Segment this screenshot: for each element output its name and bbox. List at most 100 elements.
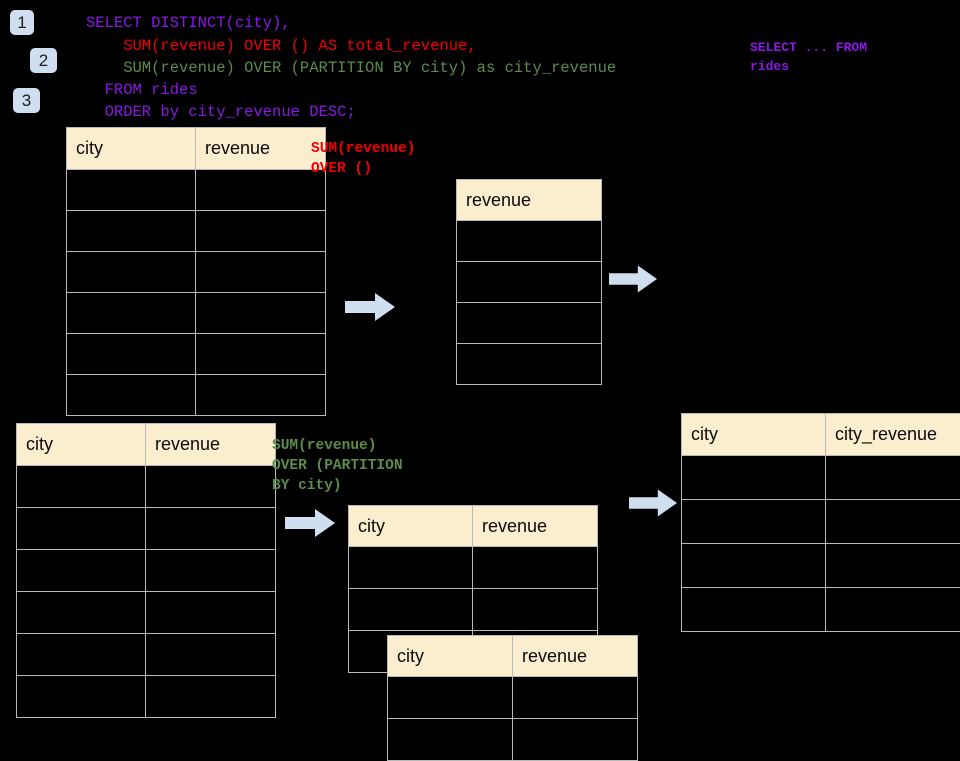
table-header-row: city revenue bbox=[17, 424, 276, 466]
table-row bbox=[388, 719, 638, 761]
step-badge-1: 1 bbox=[10, 10, 34, 35]
cell-city bbox=[17, 592, 146, 634]
cell-revenue bbox=[146, 592, 276, 634]
total-revenue-table: revenue bbox=[456, 179, 602, 385]
table-row bbox=[17, 634, 276, 676]
cell-revenue bbox=[146, 466, 276, 508]
cell-city bbox=[67, 334, 196, 375]
step-badge-2: 2 bbox=[30, 48, 57, 73]
partition-group-table-front: city revenue bbox=[387, 635, 638, 761]
cell-city-revenue bbox=[826, 456, 960, 500]
annotation-sum-over-empty: SUM(revenue) OVER () bbox=[311, 139, 415, 179]
arrow-source-to-partition bbox=[285, 508, 335, 538]
cell-city-revenue bbox=[826, 588, 960, 632]
result-table: city city_revenue bbox=[681, 413, 960, 632]
table-row bbox=[457, 303, 602, 344]
cell-city bbox=[17, 676, 146, 718]
table-row bbox=[682, 500, 960, 544]
cell-revenue bbox=[457, 303, 602, 344]
cell-city bbox=[17, 508, 146, 550]
sql-line-order-by: ORDER by city_revenue DESC; bbox=[86, 101, 356, 123]
table-row bbox=[67, 375, 326, 416]
cell-revenue bbox=[473, 589, 598, 631]
column-header-city-revenue: city_revenue bbox=[826, 414, 960, 456]
cell-city bbox=[67, 211, 196, 252]
table-row bbox=[457, 262, 602, 303]
sql-line-sum-over-empty: SUM(revenue) OVER () AS total_revenue, bbox=[86, 35, 477, 57]
table-row bbox=[17, 592, 276, 634]
cell-city bbox=[388, 719, 513, 761]
cell-city bbox=[67, 252, 196, 293]
right-arrow-icon bbox=[285, 508, 335, 538]
cell-city-revenue bbox=[826, 500, 960, 544]
cell-revenue bbox=[146, 634, 276, 676]
table-row bbox=[388, 677, 638, 719]
column-header-revenue: revenue bbox=[196, 128, 326, 170]
rides-source-table-top: city revenue bbox=[66, 127, 326, 416]
cell-city bbox=[388, 677, 513, 719]
cell-revenue bbox=[196, 334, 326, 375]
table-header-row: city revenue bbox=[67, 128, 326, 170]
table-row bbox=[682, 456, 960, 500]
cell-city bbox=[17, 550, 146, 592]
table-row bbox=[17, 508, 276, 550]
cell-revenue bbox=[457, 262, 602, 303]
cell-city bbox=[67, 375, 196, 416]
table-row bbox=[457, 344, 602, 385]
cell-revenue bbox=[473, 547, 598, 589]
sql-line-sum-over-partition: SUM(revenue) OVER (PARTITION BY city) as… bbox=[86, 57, 616, 79]
table-row bbox=[349, 589, 598, 631]
cell-city bbox=[682, 588, 826, 632]
cell-revenue bbox=[457, 344, 602, 385]
table-header-row: revenue bbox=[457, 180, 602, 221]
cell-revenue bbox=[513, 719, 638, 761]
table-row bbox=[67, 211, 326, 252]
cell-revenue bbox=[196, 293, 326, 334]
sql-line-select: SELECT DISTINCT(city), bbox=[86, 12, 291, 34]
column-header-revenue: revenue bbox=[146, 424, 276, 466]
cell-revenue bbox=[146, 550, 276, 592]
table-row bbox=[17, 550, 276, 592]
table-row bbox=[457, 221, 602, 262]
cell-revenue bbox=[196, 375, 326, 416]
cell-city bbox=[682, 500, 826, 544]
column-header-revenue: revenue bbox=[513, 636, 638, 677]
cell-city bbox=[67, 293, 196, 334]
right-arrow-icon bbox=[609, 264, 657, 294]
table-row bbox=[682, 544, 960, 588]
right-arrow-icon bbox=[345, 292, 395, 322]
table-row bbox=[67, 334, 326, 375]
column-header-city: city bbox=[349, 506, 473, 547]
cell-city bbox=[682, 456, 826, 500]
cell-revenue bbox=[196, 252, 326, 293]
cell-city bbox=[349, 589, 473, 631]
table-row bbox=[17, 676, 276, 718]
cell-city bbox=[349, 547, 473, 589]
table-row bbox=[67, 170, 326, 211]
column-header-city: city bbox=[388, 636, 513, 677]
diagram-canvas: 1 2 3 SELECT DISTINCT(city), SUM(revenue… bbox=[0, 0, 960, 720]
cell-revenue bbox=[146, 676, 276, 718]
annotation-sum-over-partition: SUM(revenue) OVER (PARTITION BY city) bbox=[272, 436, 403, 496]
rides-source-table-bottom: city revenue bbox=[16, 423, 276, 718]
cell-revenue bbox=[196, 211, 326, 252]
column-header-city: city bbox=[67, 128, 196, 170]
annotation-select-from-rides: SELECT ... FROM rides bbox=[750, 38, 867, 76]
right-arrow-icon bbox=[629, 488, 677, 518]
cell-city bbox=[67, 170, 196, 211]
cell-revenue bbox=[196, 170, 326, 211]
table-row bbox=[682, 588, 960, 632]
cell-city-revenue bbox=[826, 544, 960, 588]
table-header-row: city revenue bbox=[349, 506, 598, 547]
step-badge-3: 3 bbox=[13, 88, 40, 113]
table-row bbox=[349, 547, 598, 589]
cell-city bbox=[17, 634, 146, 676]
table-header-row: city city_revenue bbox=[682, 414, 960, 456]
cell-city bbox=[682, 544, 826, 588]
table-row bbox=[17, 466, 276, 508]
sql-line-from: FROM rides bbox=[86, 79, 198, 101]
column-header-city: city bbox=[17, 424, 146, 466]
cell-revenue bbox=[146, 508, 276, 550]
cell-city bbox=[17, 466, 146, 508]
arrow-total-to-result bbox=[609, 264, 657, 294]
